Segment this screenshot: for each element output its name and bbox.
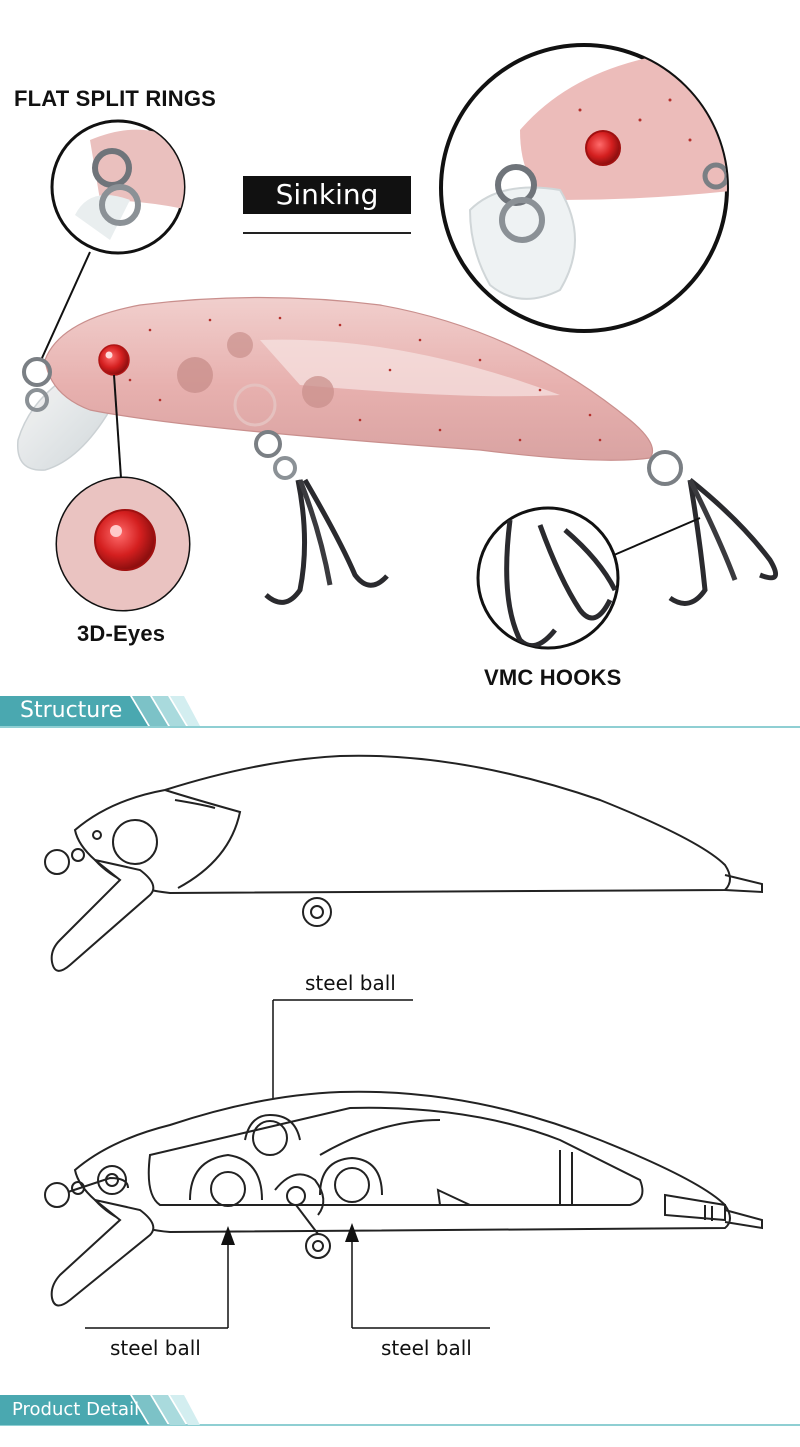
zoom-hooks [476, 506, 620, 650]
zoom-head [439, 43, 729, 333]
structure-tab-graphic [0, 696, 200, 726]
steel-ball-top-label: steel ball [305, 971, 396, 995]
callout-flat-split-rings: FLAT SPLIT RINGS [14, 86, 217, 111]
sinking-underline [243, 232, 411, 234]
callout-3d-eyes: 3D-Eyes [77, 621, 166, 646]
structure-diagram-outline [44, 754, 763, 972]
section-product-detail-label: Product Detail [12, 1399, 140, 1420]
structure-diagram-internal [44, 1090, 763, 1307]
lure-photo [17, 296, 779, 606]
callout-vmc-hooks: VMC HOOKS [484, 665, 622, 690]
zoom-split-rings [50, 119, 186, 255]
product-detail-tab-graphic [0, 1395, 200, 1425]
steel-ball-left-label: steel ball [110, 1336, 201, 1360]
zoom-eye [55, 476, 191, 612]
section-structure: Structure [0, 696, 150, 726]
section-structure-label: Structure [20, 698, 123, 723]
section-product-detail: Product Detail [0, 1395, 150, 1425]
sinking-badge: Sinking [243, 176, 411, 214]
steel-ball-right-label: steel ball [381, 1336, 472, 1360]
